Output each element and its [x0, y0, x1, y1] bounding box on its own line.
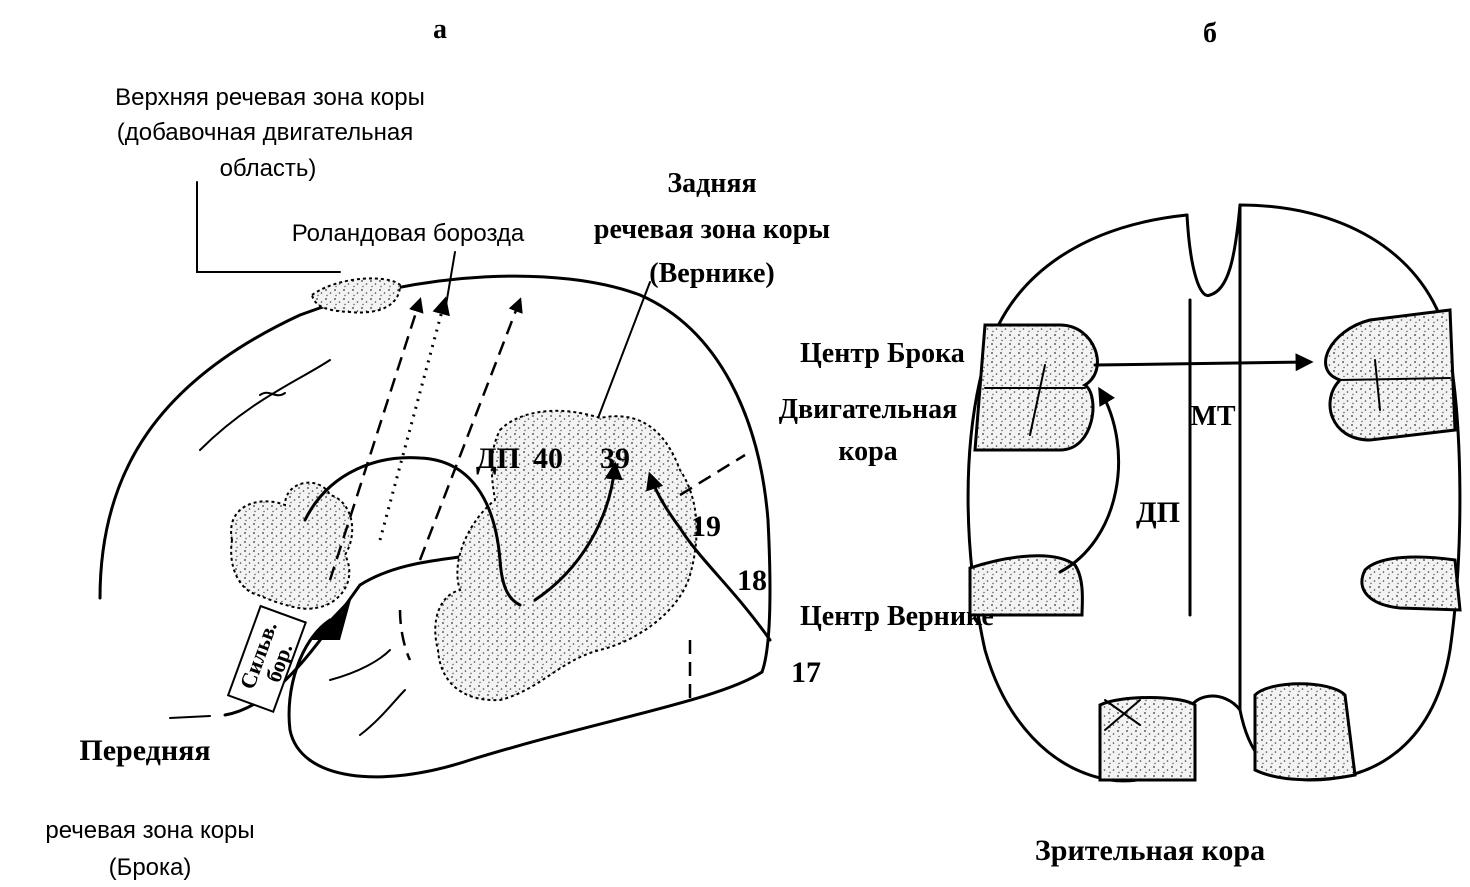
posterior-zone-line1: Задняя	[667, 168, 756, 199]
label-17: 17	[791, 656, 821, 689]
right-motor-zone	[1326, 310, 1455, 440]
callosal-arrow	[1095, 362, 1310, 365]
label-18: 18	[737, 564, 767, 597]
label-dp-a: ДП	[476, 442, 520, 475]
dotted-arrow-rolandic	[380, 300, 445, 540]
sulcus-1	[200, 360, 330, 450]
label-19: 19	[691, 510, 721, 543]
posterior-zone-line3: (Вернике)	[649, 258, 774, 289]
rolandic-sulcus-label: Роландовая борозда	[292, 220, 525, 247]
posterior-zone-line2: речевая зона коры	[594, 214, 830, 245]
panel-b-letter: б	[1203, 18, 1217, 49]
label-39: 39	[600, 442, 630, 475]
left-visual-zone	[1100, 698, 1195, 781]
visual-cortex-label: Зрительная кора	[1035, 834, 1265, 867]
broca-center-label: Центр Брока	[800, 338, 965, 369]
right-visual-zone	[1255, 684, 1355, 780]
dashed-line-3	[400, 610, 410, 660]
left-wernicke-zone	[970, 556, 1082, 615]
left-hemisphere-outline	[968, 215, 1240, 781]
top-notch	[1187, 205, 1240, 296]
superior-speech-zone	[312, 278, 400, 312]
anterior-zone-line2: (Брока)	[109, 854, 192, 881]
anterior-zone-line1: речевая зона коры	[45, 817, 254, 844]
motor-cortex-line2: кора	[838, 436, 897, 467]
panel-a-letter: а	[433, 14, 447, 45]
sylvian-label-box: Сильв. бор.	[228, 606, 307, 712]
broca-zone	[231, 483, 352, 609]
superior-zone-line3: область)	[220, 155, 317, 182]
dp-label-b: ДП	[1136, 496, 1180, 529]
anterior-title: Передняя	[79, 734, 210, 767]
label-40: 40	[533, 442, 563, 475]
sulcus-3	[360, 690, 405, 735]
wernicke-center-label: Центр Вернике	[800, 601, 994, 632]
superior-zone-line1: Верхняя речевая зона коры	[115, 84, 425, 111]
mt-label: МТ	[1190, 401, 1235, 432]
right-wernicke-zone	[1362, 557, 1460, 610]
wernicke-zone	[435, 411, 696, 700]
motor-cortex-line1: Двигательная	[779, 394, 958, 425]
superior-zone-line2: (добавочная двигательная	[117, 119, 414, 146]
sulcus-4	[330, 650, 390, 680]
dashed-arrow-1	[330, 300, 420, 580]
anterior-leader	[170, 716, 210, 718]
dashed-line-4	[680, 455, 745, 495]
sulcus-2	[260, 393, 285, 396]
